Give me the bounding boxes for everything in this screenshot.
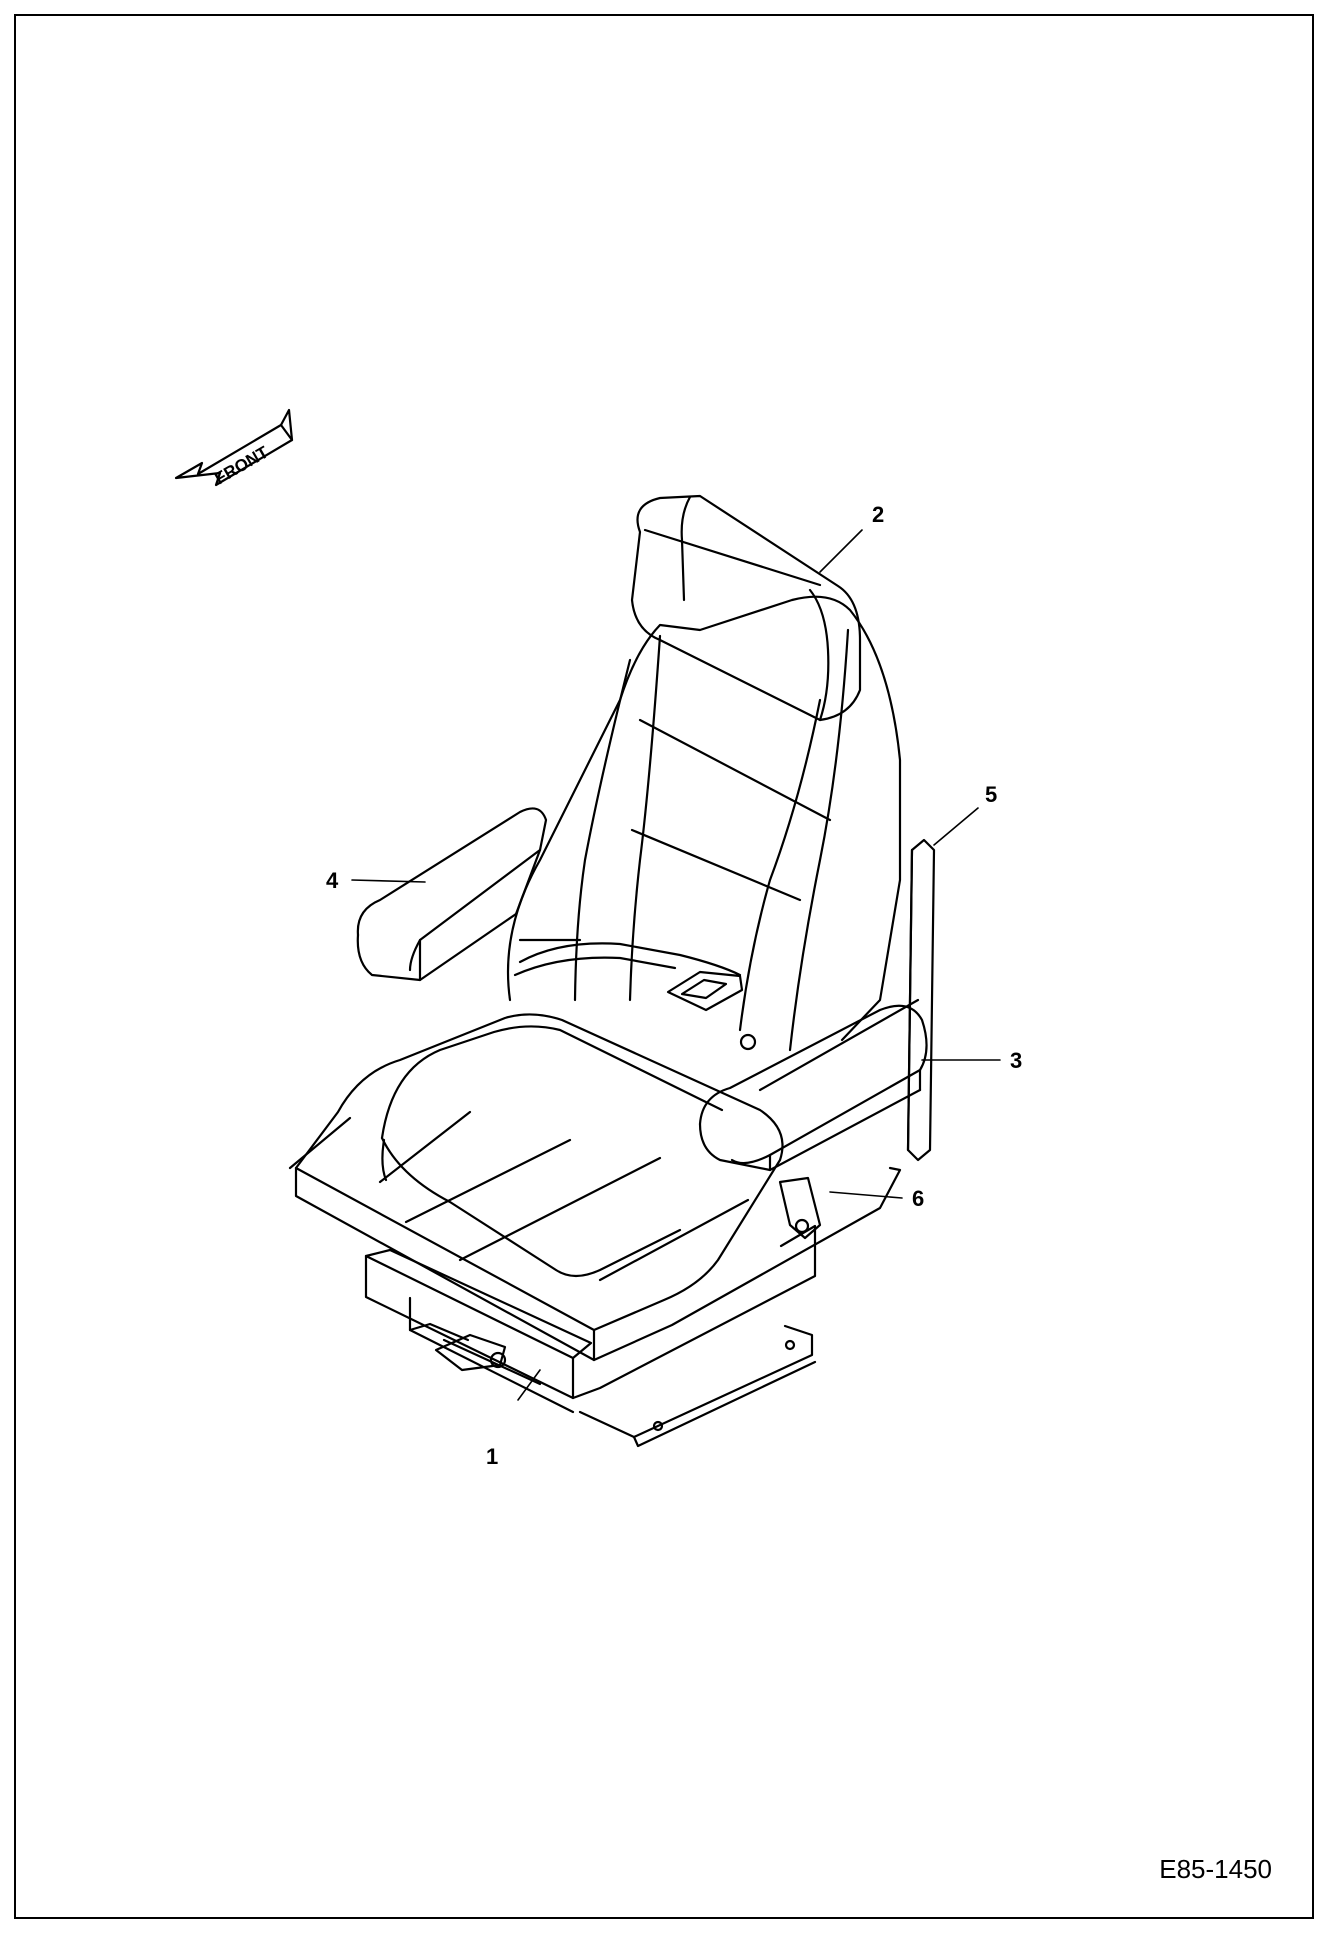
callout-5: 5 [985, 782, 997, 807]
drawing-frame [14, 14, 1314, 1919]
seat-cushion [288, 1013, 902, 1362]
callout-1: 1 [486, 1444, 498, 1469]
seat-belt [513, 942, 822, 1240]
leader-lines [351, 529, 1001, 1401]
headrest [630, 494, 862, 722]
armrest-left [356, 807, 548, 982]
callout-6: 6 [912, 1186, 924, 1211]
seat-backrest [506, 595, 902, 1052]
seat-base [364, 1224, 817, 1448]
callout-2: 2 [872, 502, 884, 527]
armrest-right [698, 998, 928, 1172]
belt-buckle [666, 970, 744, 1012]
belt-anchor [778, 1176, 822, 1240]
side-lever [906, 838, 936, 1162]
front-direction-arrow: FRONT [174, 408, 294, 488]
drawing-code: E85-1450 [1159, 1854, 1272, 1884]
callout-3: 3 [1010, 1048, 1022, 1073]
callout-4: 4 [326, 868, 339, 893]
